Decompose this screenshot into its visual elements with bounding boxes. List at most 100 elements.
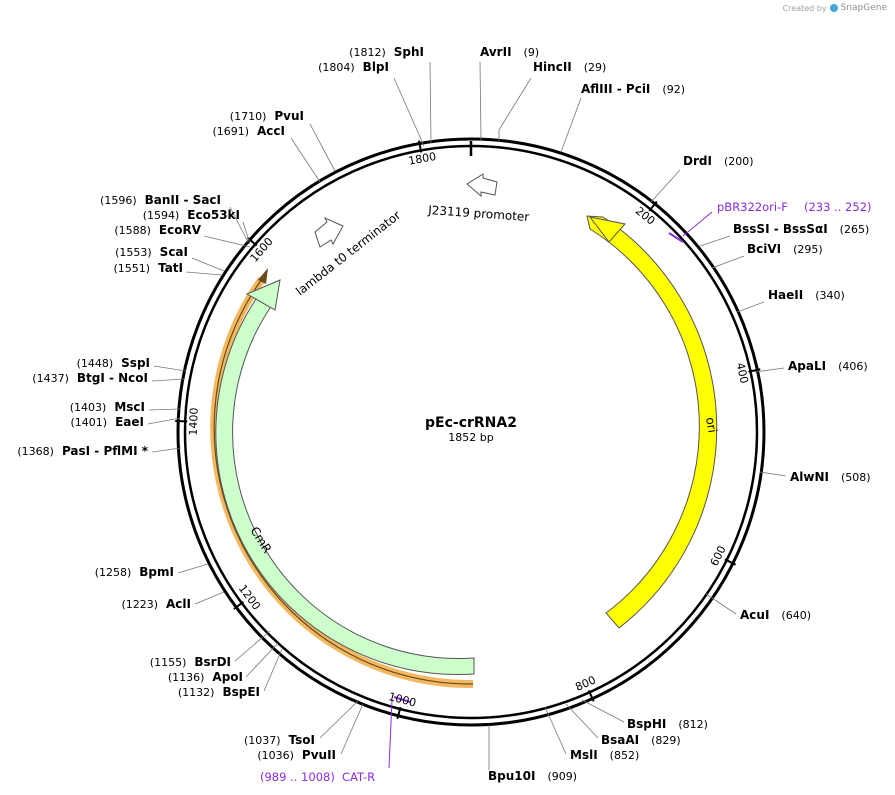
site-label-apoi[interactable]: ApoI(1136) bbox=[168, 670, 243, 684]
site-position: (1136) bbox=[168, 671, 205, 684]
site-position: (1132) bbox=[178, 686, 215, 699]
site-label-pvuii[interactable]: PvuII(1036) bbox=[257, 748, 336, 762]
site-name: BsaAI bbox=[601, 733, 639, 747]
primer-pbr322ori-f-range: (233 .. 252) bbox=[804, 200, 872, 214]
site-label-bcivi[interactable]: BciVI (295) bbox=[747, 242, 823, 256]
site-label-acci[interactable]: AccI(1691) bbox=[212, 124, 285, 138]
site-position: (9) bbox=[524, 46, 540, 59]
site-leader-alwni bbox=[759, 471, 787, 477]
site-leader-eaei bbox=[147, 417, 181, 425]
site-name: BtgI - NcoI bbox=[77, 371, 148, 385]
site-name: HincII bbox=[533, 60, 572, 74]
site-position: (508) bbox=[841, 471, 871, 484]
snapgene-watermark: Created by SnapGene bbox=[783, 3, 887, 13]
site-label-bpmi[interactable]: BpmI(1258) bbox=[95, 565, 174, 579]
site-leader-ecorv bbox=[203, 235, 251, 248]
site-label-banii-saci[interactable]: BanII - SacI(1596) bbox=[100, 193, 221, 207]
site-name: HaeII bbox=[768, 288, 803, 302]
site-leader-drdi bbox=[650, 169, 681, 203]
primer-cat-r-range: (989 .. 1008) bbox=[260, 770, 335, 784]
site-label-haeii[interactable]: HaeII(340) bbox=[768, 288, 845, 302]
site-label-sphi[interactable]: SphI(1812) bbox=[349, 45, 424, 59]
site-label-afliii-pcii[interactable]: AflIII - PciI(92) bbox=[581, 82, 685, 96]
primer-pbr322ori-f-label: pBR322ori-F bbox=[717, 200, 788, 214]
primer-cat-r-leader bbox=[388, 699, 393, 769]
site-label-msci[interactable]: MscI(1403) bbox=[70, 400, 145, 414]
site-position: (1448) bbox=[77, 357, 114, 370]
site-label-tati[interactable]: TatI(1551) bbox=[113, 261, 183, 275]
site-name: AcuI bbox=[740, 608, 769, 622]
site-name: BlpI bbox=[363, 60, 389, 74]
primer-pbr322ori-f-leader bbox=[682, 211, 713, 237]
site-label-acui[interactable]: AcuI (640) bbox=[740, 608, 811, 622]
feature-j23119-arrow[interactable] bbox=[466, 173, 498, 198]
site-name: PvuI bbox=[274, 109, 304, 123]
site-name: EcoRV bbox=[159, 223, 202, 237]
site-label-btgi-ncoi[interactable]: BtgI - NcoI (1437) bbox=[32, 371, 148, 385]
cat-r-primer-line bbox=[213, 278, 474, 685]
site-position: (640) bbox=[781, 609, 811, 622]
site-label-eco53ki[interactable]: Eco53kI(1594) bbox=[143, 208, 240, 222]
site-name: BciVI bbox=[747, 242, 781, 256]
plasmid-name: pEc-crRNA2 bbox=[425, 415, 517, 431]
site-position: (1596) bbox=[100, 194, 137, 207]
site-position: (1551) bbox=[113, 262, 150, 275]
site-leader-btgi-ncoi bbox=[151, 378, 186, 382]
site-label-eaei[interactable]: EaeI(1401) bbox=[71, 415, 144, 429]
site-label-bsphi[interactable]: BspHI(812) bbox=[627, 717, 708, 731]
site-label-bspei[interactable]: BspEI(1132) bbox=[178, 685, 260, 699]
site-leader-pvui bbox=[309, 123, 336, 172]
tick-label-1800: 1800 bbox=[407, 150, 437, 168]
feature-cmr-head[interactable] bbox=[245, 279, 281, 311]
feature-ori-arrow[interactable] bbox=[586, 215, 718, 629]
site-name: PasI - PflMI * bbox=[62, 444, 149, 458]
feature-lambda-t0-arrow[interactable] bbox=[314, 216, 344, 248]
site-label-blpi[interactable]: BlpI (1804) bbox=[318, 60, 389, 74]
site-leader-haeii bbox=[736, 301, 765, 313]
primer-pbr322ori-f-marker bbox=[668, 232, 684, 243]
site-leader-pvuii bbox=[340, 703, 364, 755]
site-position: (1804) bbox=[318, 61, 355, 74]
site-position: (1437) bbox=[32, 372, 69, 385]
site-position: (1588) bbox=[114, 224, 151, 237]
site-label-drdi[interactable]: DrdI(200) bbox=[683, 154, 754, 168]
site-position: (829) bbox=[651, 734, 681, 747]
site-label-scai[interactable]: ScaI(1553) bbox=[115, 245, 188, 259]
site-leader-apali bbox=[754, 367, 785, 373]
site-position: (1691) bbox=[212, 125, 249, 138]
site-label-sspi[interactable]: SspI(1448) bbox=[77, 356, 150, 370]
snapgene-logo-icon bbox=[829, 4, 838, 12]
site-label-hincii[interactable]: HincII(29) bbox=[533, 60, 606, 74]
site-position: (295) bbox=[793, 243, 823, 256]
site-label-bsrdi[interactable]: BsrDI(1155) bbox=[150, 655, 231, 669]
primer-cat-r-label: CAT-R bbox=[342, 770, 375, 784]
site-position: (1258) bbox=[95, 566, 132, 579]
site-label-tsoi[interactable]: TsoI(1037) bbox=[244, 733, 315, 747]
backbone-outer bbox=[176, 137, 766, 727]
feature-ori-head[interactable] bbox=[588, 216, 626, 243]
site-leader-msci bbox=[148, 408, 181, 411]
watermark-brand: SnapGene bbox=[840, 3, 887, 13]
site-label-msli[interactable]: MslI(852) bbox=[570, 748, 639, 762]
site-label-avrii[interactable]: AvrII(9) bbox=[480, 45, 539, 59]
site-leader-acli bbox=[194, 591, 225, 605]
site-label-bsaai[interactable]: BsaAI (829) bbox=[601, 733, 681, 747]
site-label-acli[interactable]: AclI(1223) bbox=[121, 597, 191, 611]
site-label-pasi-pflmi[interactable]: PasI - PflMI *(1368) bbox=[17, 444, 148, 458]
site-label-apali[interactable]: ApaLI(406) bbox=[788, 359, 868, 373]
site-label-bsssi-bsss-i[interactable]: BssSI - BssSαI(265) bbox=[733, 222, 869, 236]
tick-label-1200: 1200 bbox=[236, 582, 263, 612]
site-label-ecorv[interactable]: EcoRV (1588) bbox=[114, 223, 201, 237]
site-label-pvui[interactable]: PvuI (1710) bbox=[230, 109, 304, 123]
site-position: (1036) bbox=[257, 749, 294, 762]
site-position: (1710) bbox=[230, 110, 267, 123]
site-label-bpu10i[interactable]: Bpu10I(909) bbox=[488, 769, 577, 783]
site-name: BspHI bbox=[627, 717, 666, 731]
site-leader-bspei bbox=[263, 648, 283, 692]
site-position: (1403) bbox=[70, 401, 107, 414]
site-name: EaeI bbox=[115, 415, 144, 429]
plasmid-length: 1852 bp bbox=[448, 431, 493, 444]
site-name: AflIII - PciI bbox=[581, 82, 650, 96]
site-label-alwni[interactable]: AlwNI(508) bbox=[790, 470, 871, 484]
